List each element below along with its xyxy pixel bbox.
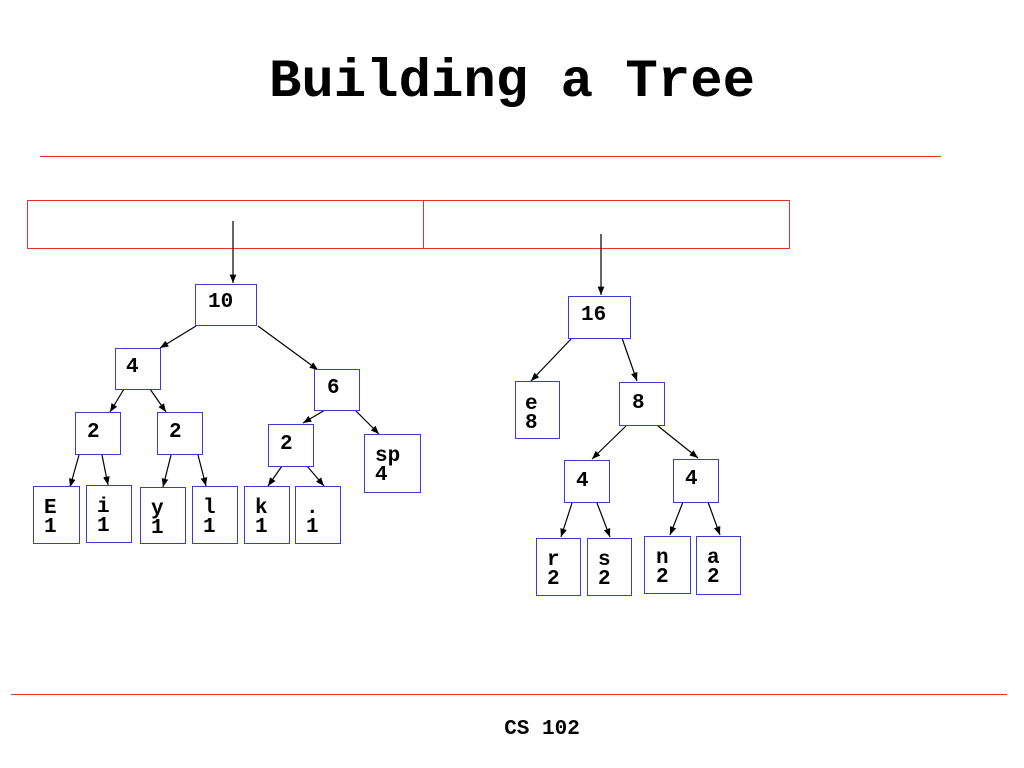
node-8: 8: [619, 382, 665, 426]
leaf-dot: .1: [295, 486, 341, 544]
edge-16-e: [530, 337, 573, 382]
priority-queue: [27, 200, 790, 249]
edge-2a-E: [69, 454, 80, 488]
edge-6-sp: [354, 409, 380, 435]
edge-2c-k: [267, 465, 283, 487]
edge-6-2c: [302, 409, 326, 424]
edge-4-2a: [109, 388, 125, 413]
node-6: 6: [314, 369, 360, 411]
node-4a: 4: [564, 460, 610, 503]
edge-2c-dot: [306, 465, 325, 487]
node-root-10: 10: [195, 284, 257, 326]
slide-title: Building a Tree: [268, 52, 756, 113]
edge-8-4a: [591, 425, 627, 460]
edge-2b-l: [197, 454, 208, 487]
edge-4-2b: [149, 388, 167, 413]
edge-2b-y: [161, 454, 172, 488]
node-4b: 4: [673, 459, 719, 503]
edge-16-8: [621, 337, 638, 382]
edge-8-4b: [657, 425, 699, 459]
node-2b: 2: [157, 412, 203, 455]
queue-slot-divider: [423, 201, 424, 248]
edge-4a-s: [596, 502, 611, 538]
title-divider: [40, 156, 941, 157]
node-root-16: 16: [568, 296, 631, 339]
node-4: 4: [115, 348, 161, 390]
node-2a: 2: [75, 412, 121, 455]
edge-2a-i: [101, 454, 110, 486]
node-2c: 2: [268, 424, 314, 467]
footer-divider: [11, 694, 1007, 695]
edge-4b-n: [669, 501, 684, 536]
edge-10-4: [159, 325, 197, 349]
footer-course-label: CS 102: [504, 718, 580, 741]
edge-10-6: [257, 325, 319, 371]
edge-4b-a: [707, 501, 721, 536]
edge-4a-r: [560, 502, 573, 538]
